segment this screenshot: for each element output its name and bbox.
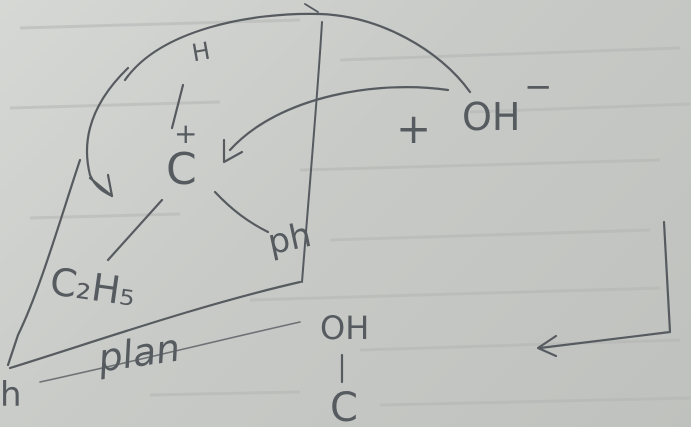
big-arc-stroke: [123, 12, 472, 94]
plane-label: plan: [95, 325, 183, 381]
plane-left-edge: [6, 158, 82, 367]
hydroxide-charge: −: [524, 67, 553, 107]
product-oh-label: OH: [320, 309, 370, 347]
return-arrow-stroke: [538, 220, 672, 350]
ethyl-label: C₂H₅: [47, 259, 139, 315]
plane-right-edge: [301, 21, 323, 283]
bond-c-ethyl: [106, 198, 164, 262]
bond-c-phenyl: [213, 190, 270, 234]
plane-lower-line: [39, 321, 301, 383]
plane-bottom-edge: [8, 280, 302, 370]
arc-tick-stroke: [304, 3, 319, 13]
plus-sign: +: [396, 104, 432, 153]
right-arrowhead: [222, 138, 244, 164]
hydrogen-label: H: [189, 36, 213, 68]
left-attack-arrow: [85, 66, 130, 198]
bond-c-h: [170, 83, 185, 130]
hydroxide-label: OH: [462, 95, 521, 139]
phenyl-label: ph: [264, 214, 315, 264]
left-arrowhead: [88, 173, 114, 198]
return-arrowhead: [536, 334, 558, 358]
carbocation-charge: +: [174, 117, 198, 150]
right-attack-arrow: [228, 86, 450, 152]
corner-label: h: [0, 375, 22, 415]
central-carbon: C: [166, 144, 197, 195]
product-carbon-label: C: [330, 385, 358, 427]
